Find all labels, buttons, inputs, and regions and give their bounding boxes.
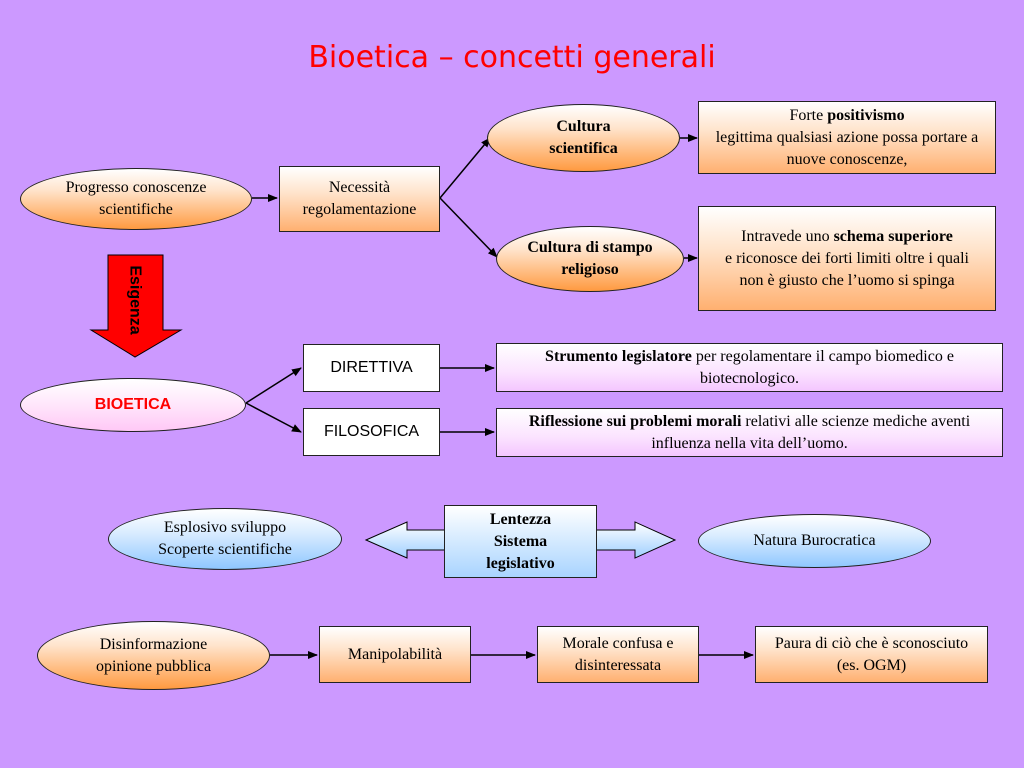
arrow-necessita-religiosa [439,197,498,258]
arrow-bioetica-filosofica [245,402,302,433]
progresso-node: Progresso conoscenze scientifiche [20,168,252,230]
esplosivo-node: Esplosivo sviluppo Scoperte scientifiche [108,508,342,570]
strumento-bold: Strumento legislatore [545,347,692,365]
necessita-text: Necessità regolamentazione [302,179,417,218]
forte-node: Forte positivismo legittima qualsiasi az… [698,101,996,174]
paura-text: Paura di ciò che è sconosciuto (es. OGM) [774,634,969,674]
disinformazione-node: Disinformazione opinione pubblica [37,621,270,690]
morale-text: Morale confusa e disinteressata [562,634,674,674]
cultura-religiosa-node: Cultura di stampo religioso [496,226,684,292]
necessita-node: Necessità regolamentazione [279,166,440,232]
paura-node: Paura di ciò che è sconosciuto (es. OGM) [755,626,988,683]
intravede-prefix: Intravede uno [741,227,834,245]
intravede-bold: schema superiore [833,227,953,245]
intravede-node: Intravede uno schema superiore e riconos… [698,206,996,311]
page-title: Bioetica – concetti generali [308,40,716,75]
filosofica-node: FILOSOFICA [303,408,440,456]
forte-rest: legittima qualsiasi azione possa portare… [715,128,979,168]
arrow-necessita-scientifica [439,137,491,199]
riflessione-node: Riflessione sui problemi morali relativi… [496,408,1003,457]
manipolabilita-node: Manipolabilità [319,626,471,683]
morale-node: Morale confusa e disinteressata [537,626,699,683]
cultura-scientifica-node: Cultura scientifica [487,104,680,172]
cultura-religiosa-text: Cultura di stampo religioso [527,239,653,278]
strumento-rest: per regolamentare il campo biomedico e b… [691,347,954,387]
progresso-text: Progresso conoscenze scientifiche [65,179,207,218]
arrow-bioetica-direttiva [245,367,302,404]
intravede-rest: e riconosce dei forti limiti oltre i qua… [725,249,969,289]
natura-text: Natura Burocratica [753,532,876,549]
strumento-node: Strumento legislatore per regolamentare … [496,343,1003,392]
direttiva-text: DIRETTIVA [330,359,413,376]
lentezza-node: Lentezza Sistema legislativo [444,505,597,578]
cultura-scientifica-text: Cultura scientifica [549,118,618,157]
esigenza-label-wrap: Esigenza [118,255,152,345]
filosofica-text: FILOSOFICA [323,423,420,440]
forte-bold: positivismo [827,106,905,124]
riflessione-rest: relativi alle scienze mediche aventi inf… [651,412,971,452]
esigenza-red-arrow [89,254,183,358]
bioetica-node: BIOETICA [20,378,246,432]
riflessione-bold: Riflessione sui problemi morali [528,412,742,430]
bioetica-text: BIOETICA [94,396,172,413]
esplosivo-text: Esplosivo sviluppo Scoperte scientifiche [158,519,292,558]
direttiva-node: DIRETTIVA [303,344,440,392]
esigenza-label: Esigenza [127,265,145,335]
manipolabilita-text: Manipolabilità [347,645,443,663]
forte-prefix: Forte [789,106,828,124]
disinformazione-text: Disinformazione opinione pubblica [95,635,212,675]
natura-node: Natura Burocratica [698,514,931,568]
lentezza-text: Lentezza Sistema legislativo [486,510,555,572]
